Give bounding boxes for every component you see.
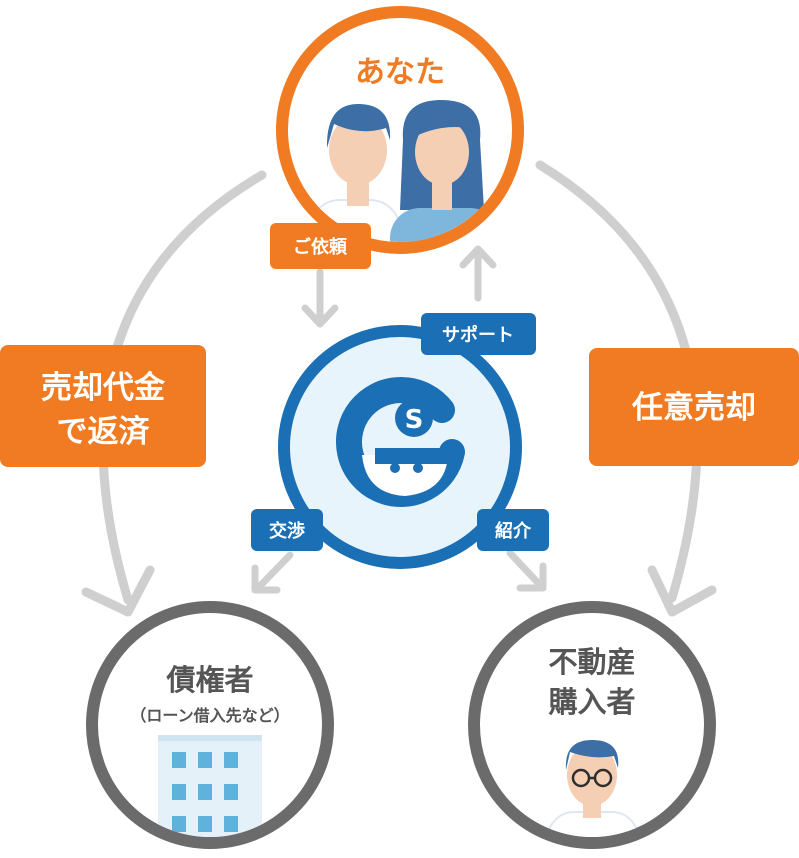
voluntary-sale-label: 任意売却 <box>631 390 756 426</box>
repay-label-line2: で返済 <box>57 414 151 450</box>
support-badge: サポート <box>421 313 536 355</box>
center-node: S <box>278 325 522 569</box>
you-node: あなた <box>276 6 524 254</box>
repay-box: 売却代金 で返済 <box>0 345 206 467</box>
introduction-label: 紹介 <box>495 520 532 542</box>
you-title: あなた <box>355 55 445 90</box>
company-logo-icon: S <box>336 376 465 507</box>
negotiation-badge: 交渉 <box>251 509 323 551</box>
creditor-node: 債権者 （ローン借入先など） <box>86 601 334 849</box>
person-with-glasses-icon <box>547 740 639 837</box>
buyer-title-line2: 購入者 <box>548 685 635 719</box>
repay-label-line1: 売却代金 <box>41 370 166 406</box>
buyer-title-line1: 不動産 <box>548 645 635 679</box>
building-icon <box>158 735 262 837</box>
request-label: ご依頼 <box>293 236 348 258</box>
introduction-badge: 紹介 <box>477 509 549 551</box>
arrow-up-to-you <box>459 245 497 302</box>
arrow-down-to-center <box>301 268 339 328</box>
buyer-node: 不動産 購入者 <box>468 601 716 849</box>
negotiation-label: 交渉 <box>269 520 305 542</box>
arrow-to-buyer <box>506 549 547 592</box>
arrow-to-creditor <box>251 551 294 594</box>
voluntary-sale-box: 任意売却 <box>589 348 799 466</box>
logo-letter: S <box>405 405 424 435</box>
creditor-subtitle: （ローン借入先など） <box>130 706 289 725</box>
support-label: サポート <box>442 324 514 346</box>
right-outer-arrow <box>535 160 717 617</box>
request-badge: ご依頼 <box>270 223 371 269</box>
creditor-title: 債権者 <box>165 663 253 697</box>
